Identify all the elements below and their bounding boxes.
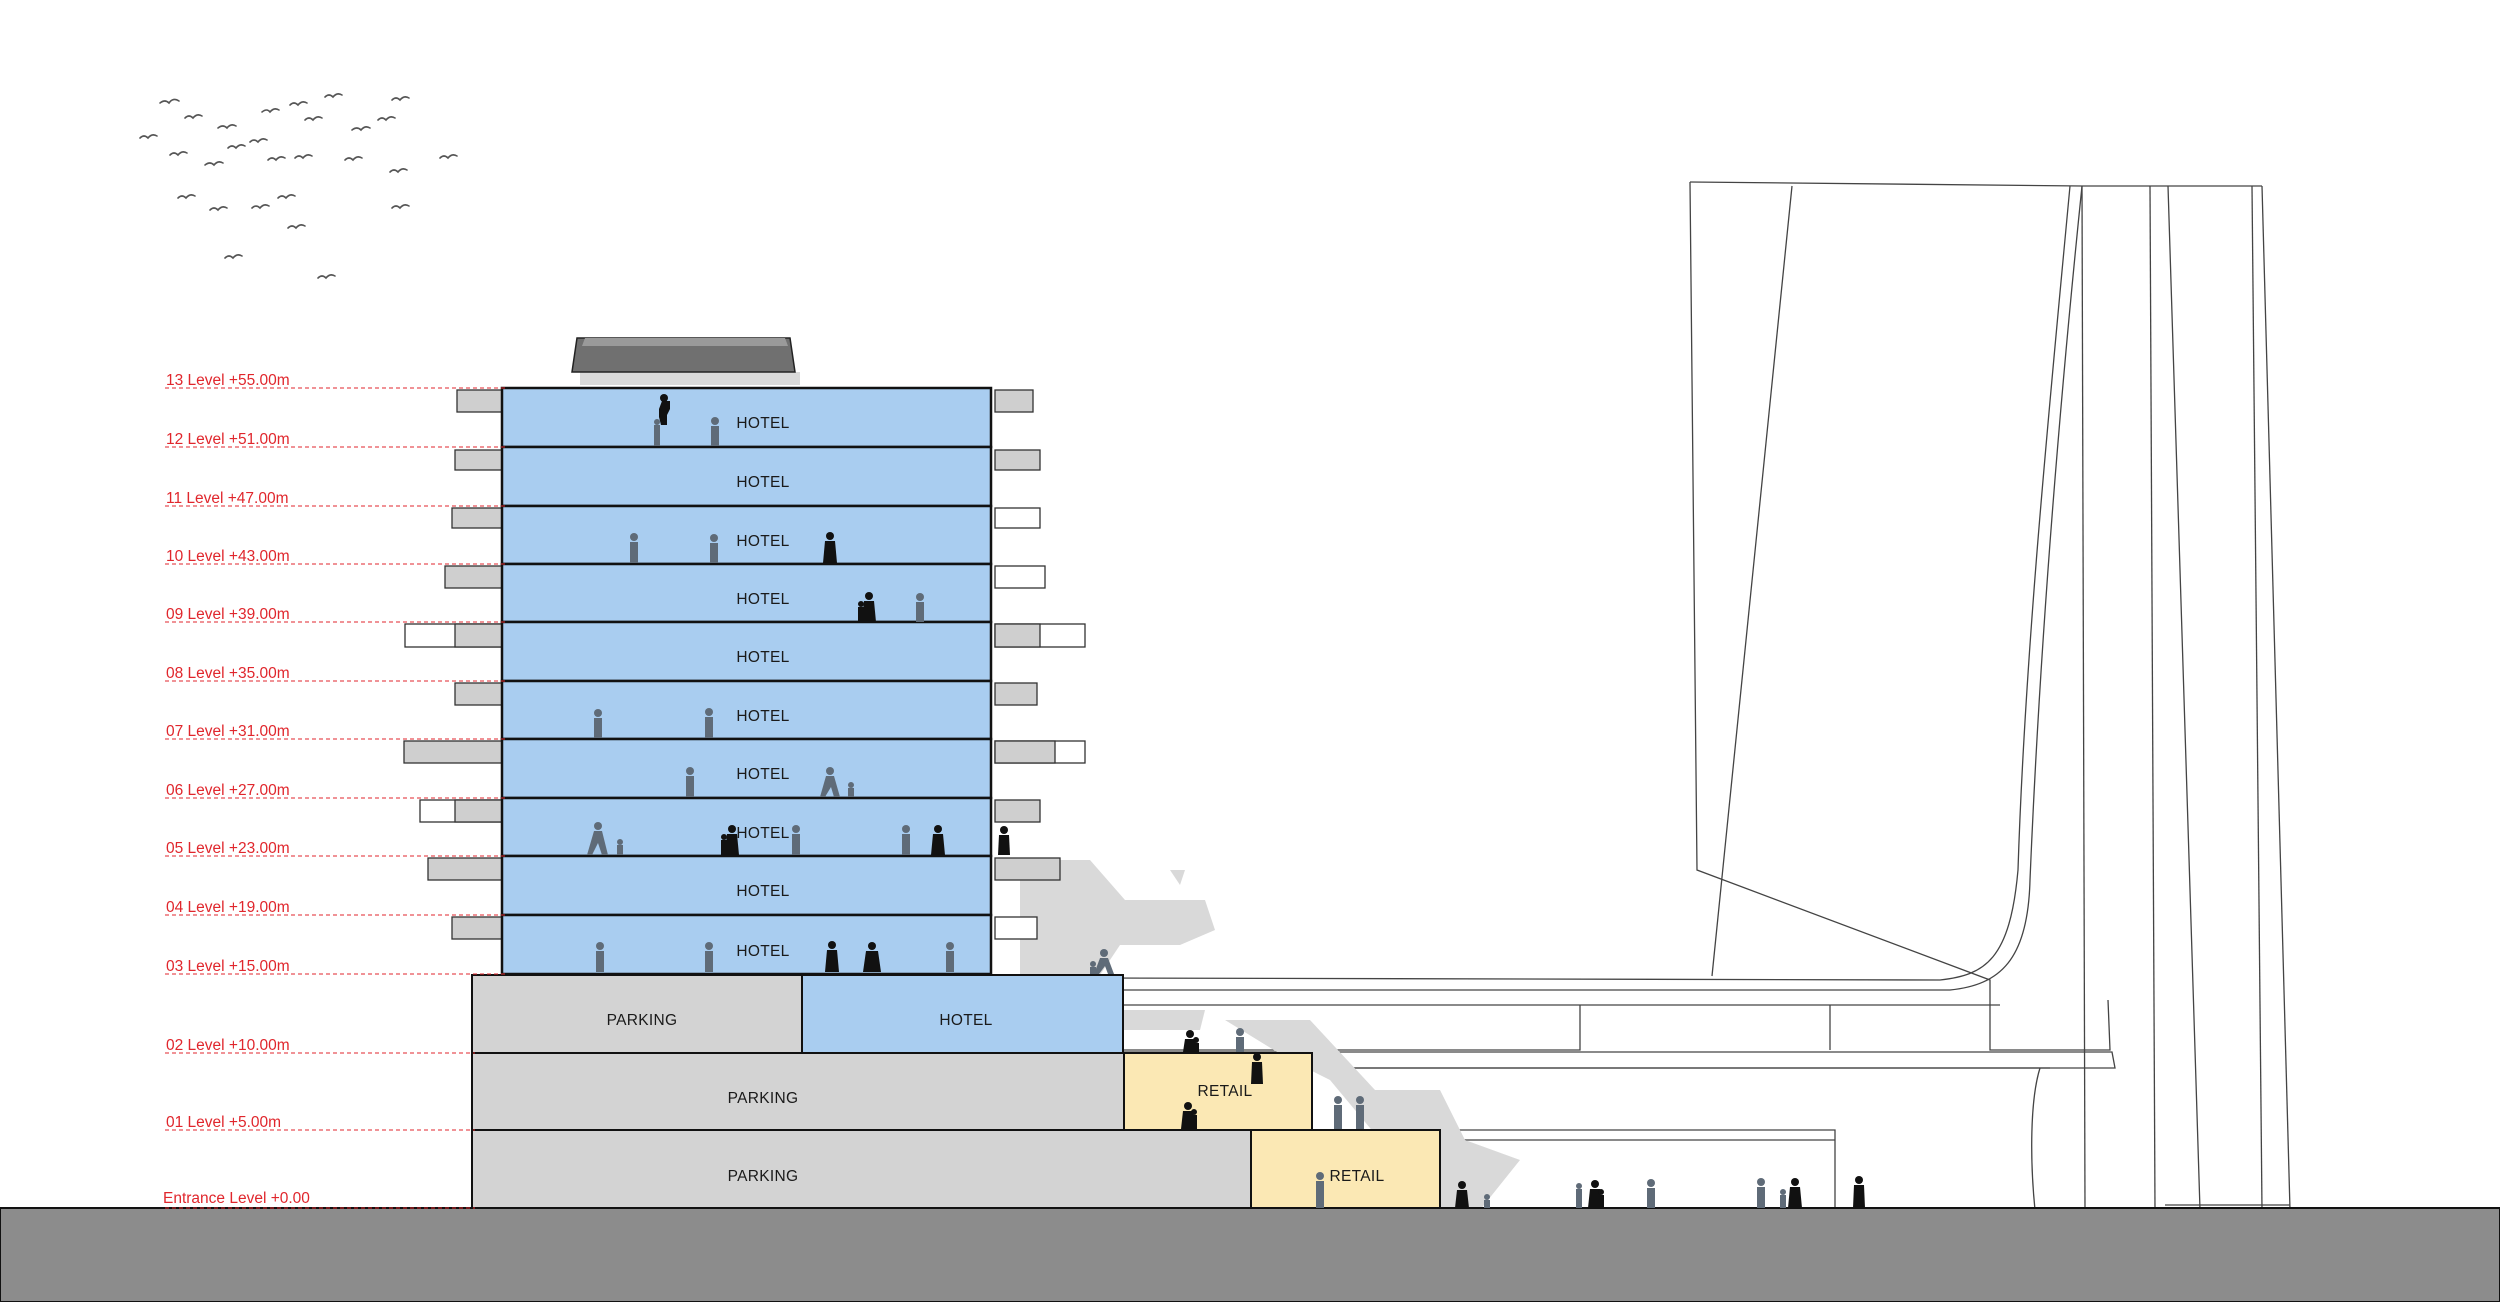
level-label-03: 03 Level +15.00m (166, 958, 290, 975)
balconies (403, 389, 1086, 940)
room-label-hotel-04: HOTEL (736, 883, 789, 900)
room-labels: HOTEL HOTEL HOTEL HOTEL HOTEL HOTEL HOTE… (607, 415, 1385, 1185)
room-label-hotel-08: HOTEL (736, 649, 789, 666)
level-label-08: 08 Level +35.00m (166, 665, 290, 682)
level-label-05: 05 Level +23.00m (166, 840, 290, 857)
level-label-07: 07 Level +31.00m (166, 723, 290, 740)
level-label-11: 11 Level +47.00m (166, 490, 289, 507)
room-label-parking-01: PARKING (728, 1090, 799, 1107)
room-label-hotel-05: HOTEL (736, 825, 789, 842)
level-lines (165, 387, 505, 1209)
birds-flock (139, 93, 458, 280)
neighbouring-building (1099, 181, 2291, 1211)
level-label-04: 04 Level +19.00m (166, 899, 290, 916)
room-label-hotel-12: HOTEL (736, 415, 789, 432)
level-label-01: 01 Level +5.00m (166, 1114, 281, 1131)
level-label-12: 12 Level +51.00m (166, 431, 290, 448)
roof-structure (571, 337, 796, 373)
room-label-hotel-07: HOTEL (736, 708, 789, 725)
level-label-06: 06 Level +27.00m (166, 782, 290, 799)
room-label-parking-02: PARKING (607, 1012, 678, 1029)
room-label-hotel-03: HOTEL (736, 943, 789, 960)
room-label-hotel-09: HOTEL (736, 591, 789, 608)
level-label-10: 10 Level +43.00m (166, 548, 290, 565)
level-label-13: 13 Level +55.00m (166, 372, 290, 389)
room-label-retail-01: RETAIL (1198, 1083, 1253, 1100)
ground-slab (0, 1207, 2500, 1303)
room-label-hotel-11: HOTEL (736, 474, 789, 491)
level-labels: 13 Level +55.00m 12 Level +51.00m 11 Lev… (163, 372, 310, 1207)
room-label-hotel-06: HOTEL (736, 766, 789, 783)
level-label-02: 02 Level +10.00m (166, 1037, 290, 1054)
level-label-entrance: Entrance Level +0.00 (163, 1190, 310, 1207)
room-label-retail-00: RETAIL (1330, 1168, 1385, 1185)
room-label-hotel-10: HOTEL (736, 533, 789, 550)
room-label-parking-00: PARKING (728, 1168, 799, 1185)
cast-shadows (580, 372, 1520, 1210)
people-silhouettes (587, 394, 1865, 1208)
room-label-hotel-02: HOTEL (939, 1012, 992, 1029)
podium (471, 974, 1441, 1209)
level-label-09: 09 Level +39.00m (166, 606, 290, 623)
